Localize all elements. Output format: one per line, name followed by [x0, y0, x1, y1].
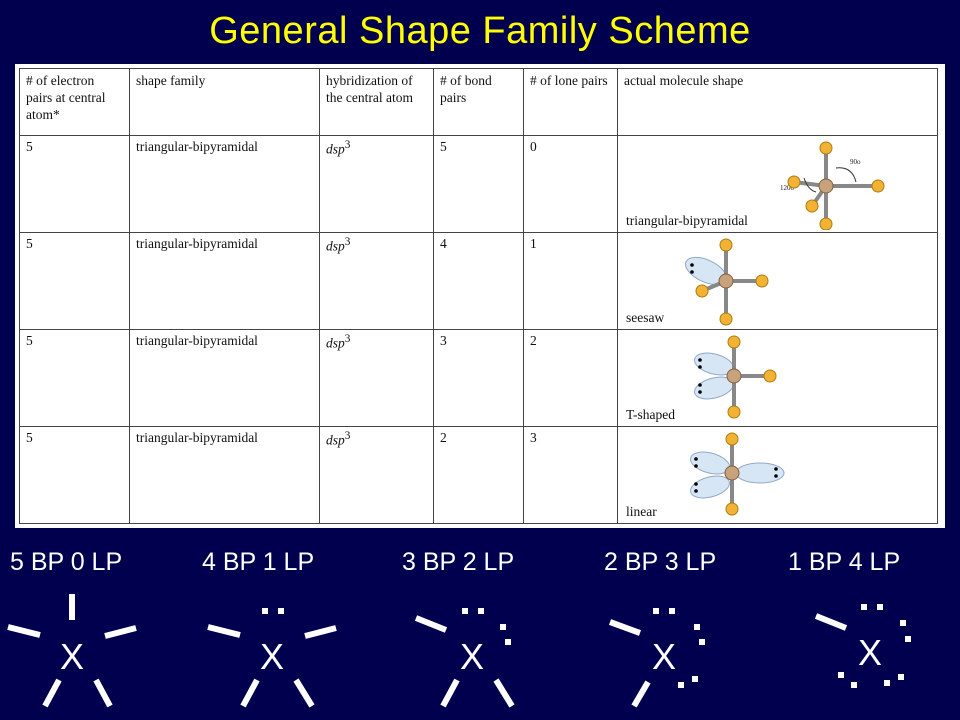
- cell-shape-family: triangular-bipyramidal: [129, 135, 320, 233]
- shape-name: seesaw: [626, 310, 665, 325]
- diagram-label-2bp-3lp: 2 BP 3 LP: [604, 548, 717, 576]
- cell-electron-pairs: 5: [19, 232, 130, 330]
- table-row: 5 triangular-bipyramidal dsp3 3 2: [19, 329, 938, 427]
- hybridization-text: dsp: [326, 432, 345, 448]
- header-electron-pairs: # of electron pairs at central atom*: [19, 68, 130, 136]
- header-hybridization: hybridization of the central atom: [319, 68, 434, 136]
- diagram-label-5bp-0lp: 5 BP 0 LP: [10, 548, 123, 576]
- diagram-5bp-0lp: X: [7, 594, 137, 708]
- cell-shape-family: triangular-bipyramidal: [129, 329, 320, 427]
- shape-name: triangular-bipyramidal: [626, 213, 748, 228]
- cell-bond-pairs: 3: [433, 329, 524, 427]
- header-bond-pairs: # of bond pairs: [433, 68, 524, 136]
- cell-bond-pairs: 2: [433, 426, 524, 524]
- diagram-1bp-4lp: X: [814, 604, 911, 688]
- cell-hybridization: dsp3: [319, 135, 434, 233]
- shape-name: linear: [626, 504, 657, 519]
- lewis-diagrams-row: 5 BP 0 LP 4 BP 1 LP 3 BP 2 LP 2 BP 3 LP …: [0, 540, 960, 720]
- diagram-label-4bp-1lp: 4 BP 1 LP: [202, 548, 315, 576]
- t-shaped-molecule-model: [694, 335, 777, 419]
- cell-shape-family: triangular-bipyramidal: [129, 232, 320, 330]
- shape-name: T-shaped: [626, 407, 675, 422]
- cell-electron-pairs: 5: [19, 135, 130, 233]
- angle-label-90: 90o: [850, 158, 861, 166]
- cell-lone-pairs: 0: [523, 135, 618, 233]
- diagram-3bp-2lp: X: [414, 608, 515, 708]
- cell-molecule-shape: 90o 120o triangular-bipyramidal: [617, 135, 938, 233]
- table-row: 5 triangular-bipyramidal dsp3 2 3: [19, 426, 938, 524]
- cell-molecule-shape: seesaw: [617, 232, 938, 330]
- cell-hybridization: dsp3: [319, 329, 434, 427]
- cell-shape-family: triangular-bipyramidal: [129, 426, 320, 524]
- cell-bond-pairs: 5: [433, 135, 524, 233]
- shape-table-panel: # of electron pairs at central atom* sha…: [15, 64, 945, 528]
- hybridization-superscript: 3: [344, 430, 351, 442]
- cell-bond-pairs: 4: [433, 232, 524, 330]
- table-row: 5 triangular-bipyramidal dsp3 5 0 90o: [19, 135, 938, 233]
- central-atom-label: X: [858, 632, 882, 673]
- cell-molecule-shape: linear: [617, 426, 938, 524]
- cell-lone-pairs: 3: [523, 426, 618, 524]
- table-row: 5 triangular-bipyramidal dsp3 4 1: [19, 232, 938, 330]
- header-molecule-shape: actual molecule shape: [617, 68, 938, 136]
- angle-label-120: 120o: [780, 184, 795, 192]
- central-atom-label: X: [460, 636, 484, 677]
- diagram-2bp-3lp: X: [608, 608, 705, 708]
- hybridization-superscript: 3: [344, 333, 351, 345]
- cell-molecule-shape: T-shaped: [617, 329, 938, 427]
- cell-lone-pairs: 1: [523, 232, 618, 330]
- vsepr-line-diagrams: X X X X: [7, 594, 911, 708]
- diagram-label-3bp-2lp: 3 BP 2 LP: [402, 548, 515, 576]
- seesaw-molecule-model: [685, 238, 769, 326]
- cell-electron-pairs: 5: [19, 329, 130, 427]
- page-title: General Shape Family Scheme: [209, 10, 751, 52]
- central-atom-label: X: [60, 636, 84, 677]
- shape-family-table: # of electron pairs at central atom* sha…: [19, 68, 938, 524]
- diagram-4bp-1lp: X: [207, 608, 337, 708]
- trigonal-bipyramidal-molecule-model: 90o 120o: [780, 141, 885, 230]
- header-shape-family: shape family: [129, 68, 320, 136]
- cell-hybridization: dsp3: [319, 232, 434, 330]
- central-atom-label: X: [652, 636, 676, 677]
- header-lone-pairs: # of lone pairs: [523, 68, 618, 136]
- hybridization-superscript: 3: [344, 139, 351, 151]
- hybridization-text: dsp: [326, 335, 345, 351]
- diagram-label-1bp-4lp: 1 BP 4 LP: [788, 548, 901, 576]
- hybridization-text: dsp: [326, 238, 345, 254]
- cell-hybridization: dsp3: [319, 426, 434, 524]
- linear-molecule-model: [690, 432, 785, 516]
- cell-electron-pairs: 5: [19, 426, 130, 524]
- hybridization-superscript: 3: [344, 236, 351, 248]
- hybridization-text: dsp: [326, 141, 345, 157]
- central-atom-label: X: [260, 636, 284, 677]
- table-header-row: # of electron pairs at central atom* sha…: [19, 68, 938, 136]
- cell-lone-pairs: 2: [523, 329, 618, 427]
